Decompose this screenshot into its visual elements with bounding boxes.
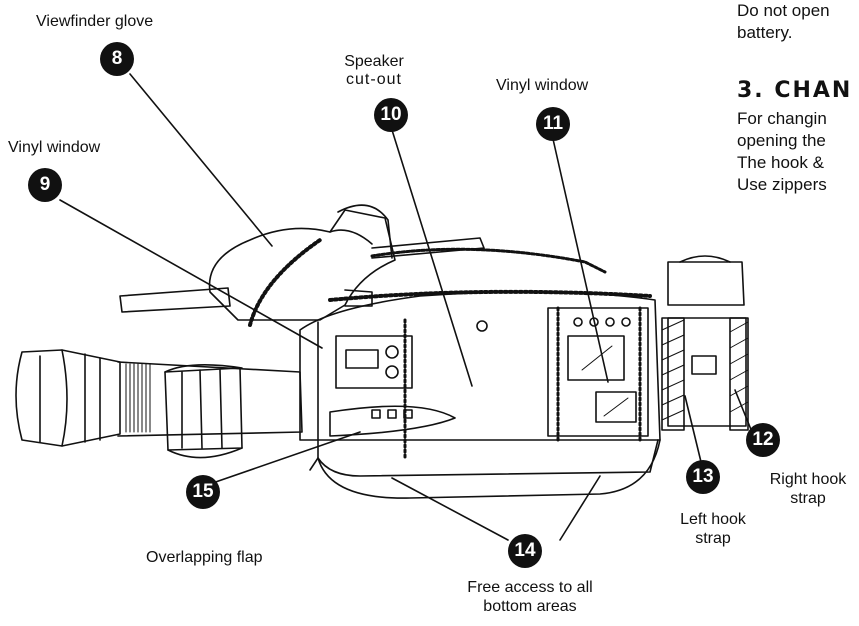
- left-vinyl-window: [335, 335, 413, 389]
- callout-badge-14: 14: [508, 534, 542, 568]
- label-speaker-cutout-line2: cut-out: [346, 71, 402, 88]
- label-overlapping-flap: Overlapping flap: [146, 549, 263, 566]
- lens-barrel: [15, 349, 303, 459]
- viewfinder-glove: [119, 204, 396, 327]
- callout-badge-9: 9: [28, 168, 62, 202]
- doc-line-do-not-open: Do not open: [737, 1, 830, 20]
- doc-line-battery: battery.: [737, 23, 793, 42]
- doc-line-for-changing: For changin: [737, 109, 827, 128]
- callout-badge-13: 13: [686, 460, 720, 494]
- doc-line-the-hook: The hook &: [737, 153, 824, 172]
- leader-lines: [59, 73, 753, 541]
- label-vinyl-window-left: Vinyl window: [8, 139, 101, 156]
- right-vinyl-window: [547, 306, 649, 442]
- label-speaker-cutout-line1: Speaker: [344, 53, 404, 70]
- cover-body: [299, 237, 661, 477]
- label-vinyl-window-top: Vinyl window: [496, 77, 589, 94]
- doc-line-opening-the: opening the: [737, 131, 826, 150]
- battery-straps: [661, 255, 749, 431]
- callout-badge-8: 8: [100, 42, 134, 76]
- doc-line-use-zippers: Use zippers: [737, 175, 827, 194]
- callout-badge-12: 12: [746, 423, 780, 457]
- label-left-hook-strap-line1: Left hook: [680, 511, 746, 528]
- label-viewfinder-glove: Viewfinder glove: [36, 13, 154, 30]
- label-left-hook-strap-line2: strap: [695, 530, 731, 547]
- label-right-hook-strap-line1: Right hook: [769, 471, 847, 488]
- callout-badge-11: 11: [536, 107, 570, 141]
- label-right-hook-strap-line2: strap: [790, 490, 826, 507]
- callout-badge-10: 10: [374, 98, 408, 132]
- label-free-access-line1: Free access to all: [467, 579, 593, 596]
- flap-and-apron: [309, 405, 661, 499]
- doc-section-heading: 3. CHAN: [737, 78, 853, 103]
- callout-badge-15: 15: [186, 475, 220, 509]
- label-free-access-line2: bottom areas: [483, 598, 577, 615]
